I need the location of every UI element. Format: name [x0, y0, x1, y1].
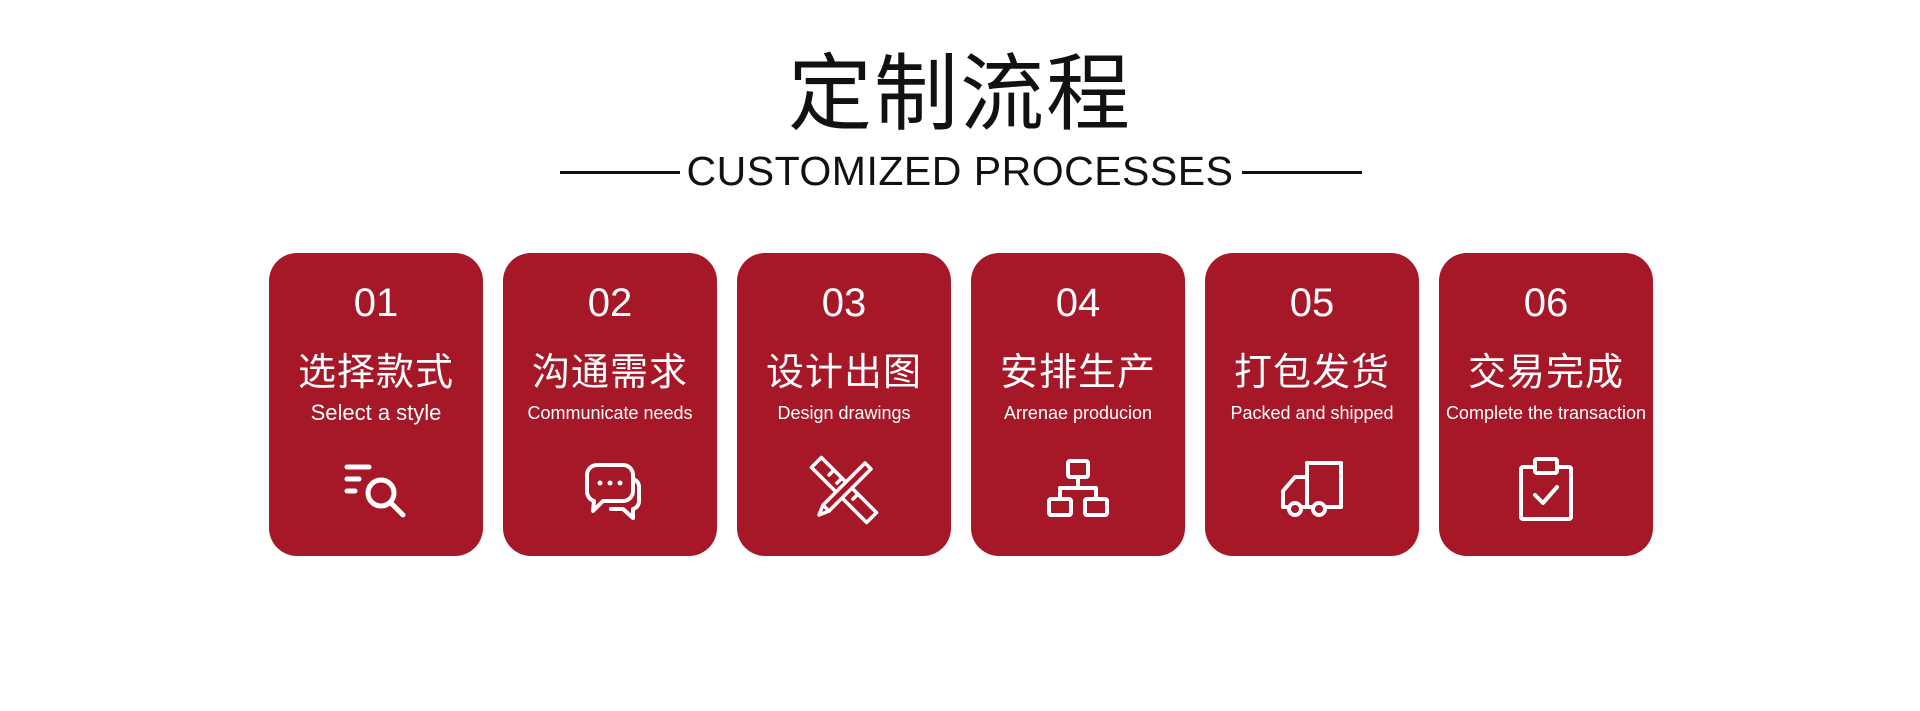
subtitle-row: CUSTOMIZED PROCESSES [0, 146, 1920, 196]
step-card-04: 04 安排生产 Arrenae producion [971, 253, 1185, 556]
step-number: 05 [1289, 281, 1335, 325]
chat-bubbles-icon [575, 455, 645, 525]
org-chart-icon [1043, 455, 1113, 525]
step-number: 02 [587, 281, 633, 325]
step-title-cn: 打包发货 [1233, 350, 1390, 394]
step-title-cn: 安排生产 [999, 350, 1156, 394]
divider-left [560, 171, 680, 174]
step-title-cn: 设计出图 [765, 350, 922, 394]
step-card-06: 06 交易完成 Complete the transaction [1439, 253, 1653, 556]
step-card-02: 02 沟通需求 Communicate needs [503, 253, 717, 556]
search-list-icon [341, 455, 411, 525]
step-number: 01 [353, 281, 399, 325]
divider-right [1242, 171, 1362, 174]
step-number: 06 [1523, 281, 1569, 325]
step-card-01: 01 选择款式 Select a style [269, 253, 483, 556]
step-title-cn: 沟通需求 [531, 350, 688, 394]
delivery-truck-icon [1277, 455, 1347, 525]
step-title-en: Arrenae producion [1003, 403, 1153, 423]
step-title-en: Design drawings [777, 403, 911, 423]
step-title-en: Complete the transaction [1445, 403, 1647, 423]
clipboard-check-icon [1511, 455, 1581, 525]
step-title-en: Communicate needs [527, 403, 693, 423]
step-title-cn: 选择款式 [297, 350, 454, 394]
step-title-cn: 交易完成 [1467, 350, 1624, 394]
step-title-en: Packed and shipped [1230, 403, 1394, 423]
pencil-ruler-icon [809, 455, 879, 525]
step-number: 04 [1055, 281, 1101, 325]
process-steps: 01 选择款式 Select a style 02 沟通需求 Communica… [269, 253, 1653, 556]
page-subtitle: CUSTOMIZED PROCESSES [686, 148, 1234, 194]
step-card-03: 03 设计出图 Design drawings [737, 253, 951, 556]
page-title: 定制流程 [787, 45, 1132, 143]
step-card-05: 05 打包发货 Packed and shipped [1205, 253, 1419, 556]
step-title-en: Select a style [310, 400, 442, 425]
step-number: 03 [821, 281, 867, 325]
